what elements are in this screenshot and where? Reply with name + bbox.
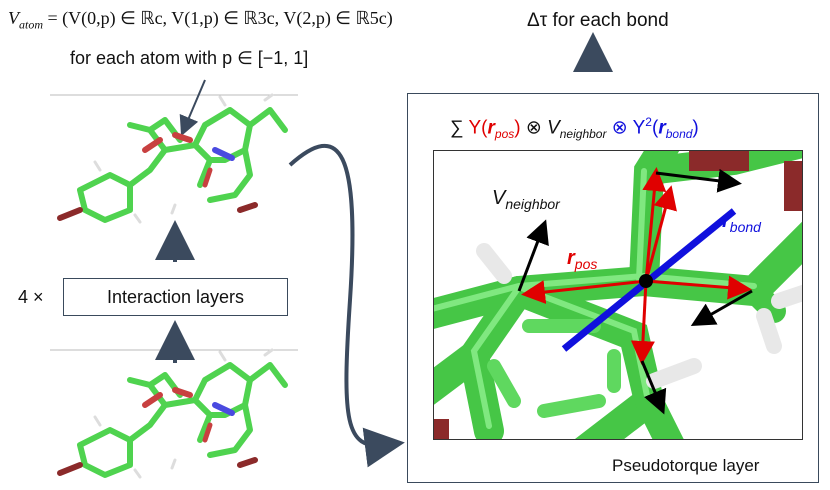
v-neighbor-subscript: neighbor <box>505 196 560 212</box>
r-pos-subscript: pos <box>574 256 598 272</box>
center-atom <box>639 274 653 288</box>
dark-atom-right <box>784 161 802 211</box>
formula-neighbor-sub: neighbor <box>559 127 607 142</box>
r-pos-symbol: r <box>567 247 575 269</box>
formula-open-2: ( <box>651 117 659 139</box>
r-bond-label: rbond <box>722 210 761 235</box>
v-neighbor-label: Vneighbor <box>492 187 560 212</box>
delta-tau-label: Δτ for each bond <box>527 10 669 31</box>
formula-y2: Y <box>632 117 646 139</box>
pseudotorque-caption: Pseudotorque layer <box>612 456 760 475</box>
r-bond-symbol: r <box>722 210 730 232</box>
r-pos-vectors <box>521 167 752 365</box>
formula-close: ) <box>514 117 521 139</box>
r-pos-label: rpos <box>567 247 597 272</box>
vatom-symbol: V <box>8 8 19 28</box>
formula-close-2: ) <box>692 117 699 139</box>
formula-pos-sub: pos <box>494 127 515 142</box>
dark-atom-top <box>689 151 749 171</box>
formula-otimes-2: ⊗ <box>606 117 633 139</box>
formula-y: Y( <box>468 117 488 139</box>
vatom-subscript: atom <box>19 17 43 32</box>
molecule-bottom <box>57 348 288 479</box>
molecule-top <box>57 93 288 224</box>
formula-sum: ∑ <box>450 117 469 139</box>
v-neighbor-vectors <box>517 168 753 415</box>
interaction-layers-label: Interaction layers <box>106 286 245 307</box>
caption-pointer-arrow <box>179 79 206 137</box>
v-neighbor-symbol: V <box>492 187 506 209</box>
pseudotorque-formula: ∑ Y(rpos) ⊗ Vneighbor ⊗ Y2(rbond) <box>450 115 699 141</box>
closeup-svg <box>434 151 802 439</box>
interaction-layers-box: Interaction layers <box>63 278 288 316</box>
formula-y2-sup: 2 <box>645 115 652 129</box>
vatom-caption: for each atom with p ∈ [−1, 1] <box>70 48 309 68</box>
formula-otimes-1: ⊗ <box>520 117 548 139</box>
pseudotorque-closeup <box>433 150 803 440</box>
dark-atom-bottom <box>434 419 449 439</box>
r-bond-subscript: bond <box>729 219 761 235</box>
interaction-multiplier: 4 × <box>18 287 44 307</box>
hydrogens <box>476 243 802 389</box>
formula-r-bond: r <box>658 117 666 139</box>
formula-r-pos: r <box>487 117 495 139</box>
aromatic-ring <box>487 319 621 418</box>
curved-flow-arrow <box>288 144 405 468</box>
pseudotorque-panel <box>407 93 819 483</box>
formula-v: V <box>547 117 560 139</box>
vatom-equation-body: = (V(0,p) ∈ ℝc, V(1,p) ∈ ℝ3c, V(2,p) ∈ ℝ… <box>43 8 393 28</box>
vatom-equation: Vatom = (V(0,p) ∈ ℝc, V(1,p) ∈ ℝ3c, V(2,… <box>8 8 393 33</box>
formula-bond-sub: bond <box>665 127 693 142</box>
